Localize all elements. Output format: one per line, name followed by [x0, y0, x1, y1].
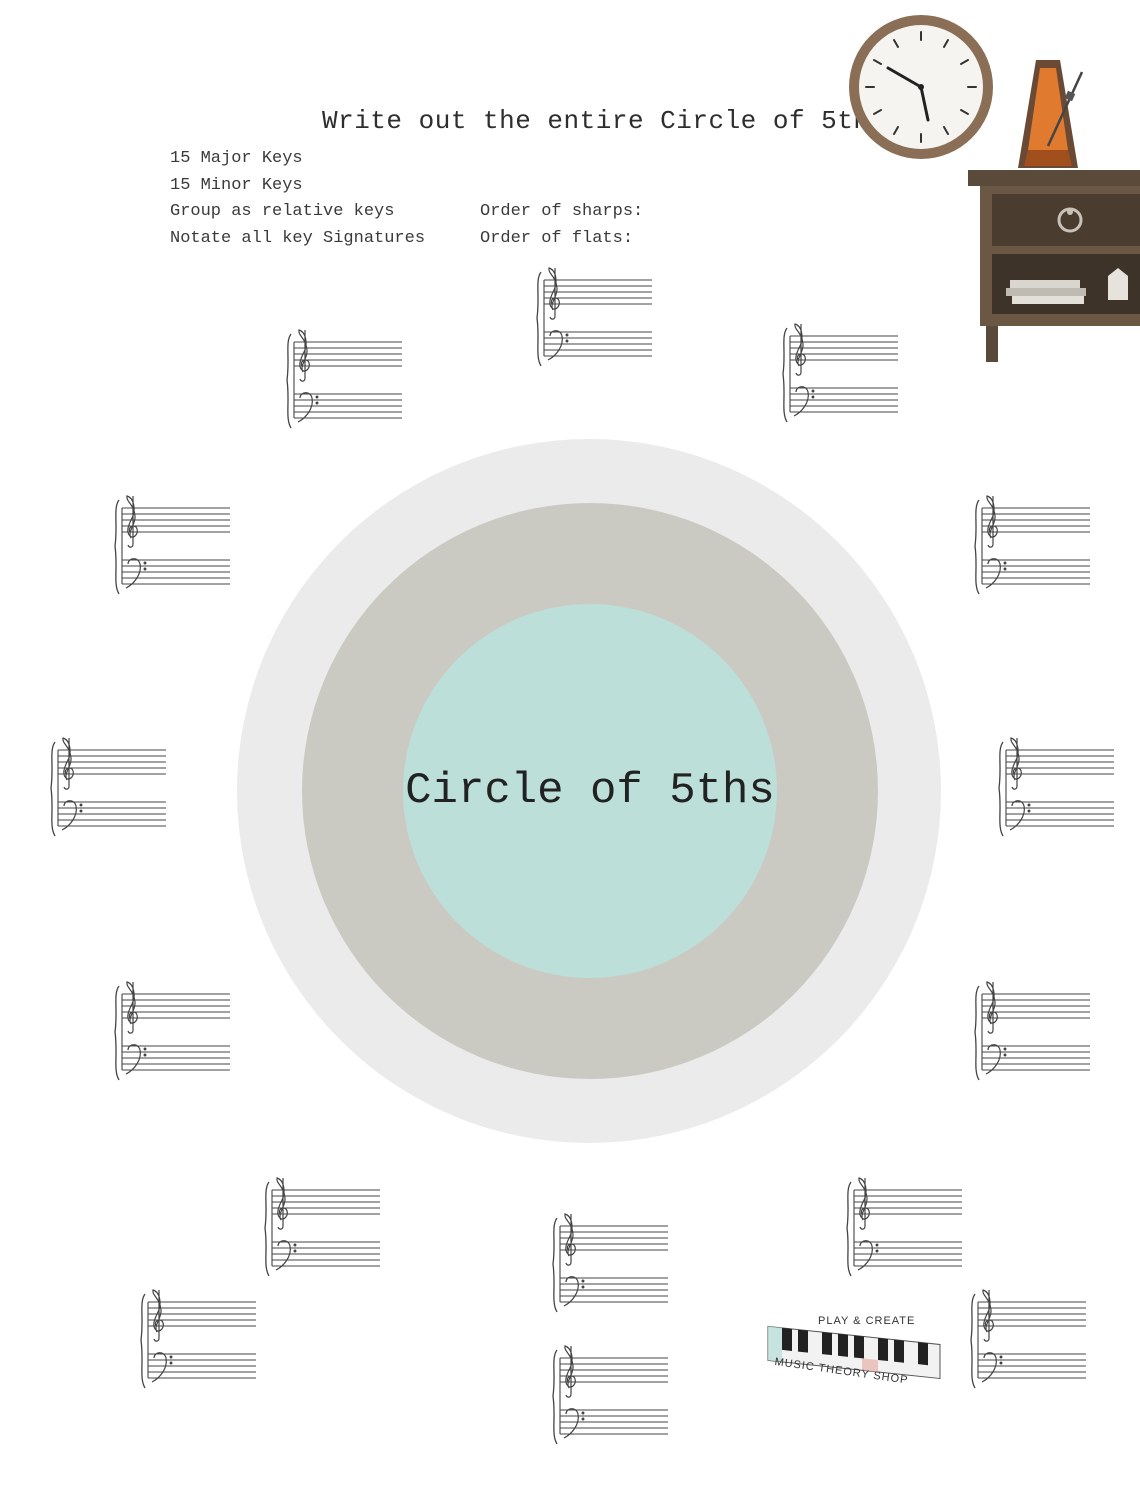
- grand-staff[interactable]: [968, 1288, 1088, 1396]
- wall-clock-icon: [846, 12, 996, 162]
- grand-staff-icon: [552, 1345, 668, 1445]
- grand-staff[interactable]: [780, 322, 900, 430]
- grand-staff[interactable]: [972, 980, 1092, 1088]
- instruction-list: 15 Major Keys 15 Minor Keys Group as rel…: [170, 146, 425, 252]
- grand-staff[interactable]: [550, 1344, 670, 1452]
- grand-staff[interactable]: [262, 1176, 382, 1284]
- grand-staff-icon: [114, 495, 230, 595]
- grand-staff[interactable]: [550, 1212, 670, 1320]
- grand-staff-icon: [970, 1289, 1086, 1389]
- instruction-minor-keys: 15 Minor Keys: [170, 175, 303, 195]
- worksheet-title: Write out the entire Circle of 5ths!: [322, 106, 902, 136]
- grand-staff-icon: [114, 981, 230, 1081]
- grand-staff-icon: [552, 1213, 668, 1313]
- grand-staff-icon: [536, 267, 652, 367]
- order-list: Order of sharps: Order of flats:: [480, 199, 643, 252]
- grand-staff-icon: [846, 1177, 962, 1277]
- grand-staff-icon: [974, 981, 1090, 1081]
- order-of-flats-label: Order of flats:: [480, 228, 634, 248]
- grand-staff[interactable]: [996, 736, 1116, 844]
- piano-keys-logo-icon: PLAY & CREATE MUSIC THEORY SHOP: [764, 1312, 944, 1388]
- grand-staff[interactable]: [284, 328, 404, 436]
- grand-staff-icon: [50, 737, 166, 837]
- circle-inner-disc: [403, 604, 777, 978]
- grand-staff-icon: [974, 495, 1090, 595]
- grand-staff[interactable]: [844, 1176, 964, 1284]
- grand-staff-icon: [782, 323, 898, 423]
- grand-staff[interactable]: [972, 494, 1092, 602]
- grand-staff-icon: [264, 1177, 380, 1277]
- logo-line1: PLAY & CREATE: [818, 1315, 915, 1327]
- instruction-major-keys: 15 Major Keys: [170, 149, 303, 168]
- grand-staff-icon: [998, 737, 1114, 837]
- instruction-key-signatures: Notate all key Signatures: [170, 228, 426, 248]
- grand-staff[interactable]: [48, 736, 168, 844]
- grand-staff-icon: [286, 329, 402, 429]
- grand-staff[interactable]: [112, 980, 232, 1088]
- nightstand-icon: [966, 168, 1140, 364]
- instruction-relative-keys: Group as relative keys: [170, 202, 395, 221]
- grand-staff[interactable]: [138, 1288, 258, 1396]
- grand-staff[interactable]: [534, 266, 654, 374]
- circle-center-label: Circle of 5ths: [405, 766, 775, 816]
- grand-staff[interactable]: [112, 494, 232, 602]
- order-of-sharps-label: Order of sharps:: [480, 202, 644, 221]
- grand-staff-icon: [140, 1289, 256, 1389]
- metronome-icon: [1010, 58, 1096, 170]
